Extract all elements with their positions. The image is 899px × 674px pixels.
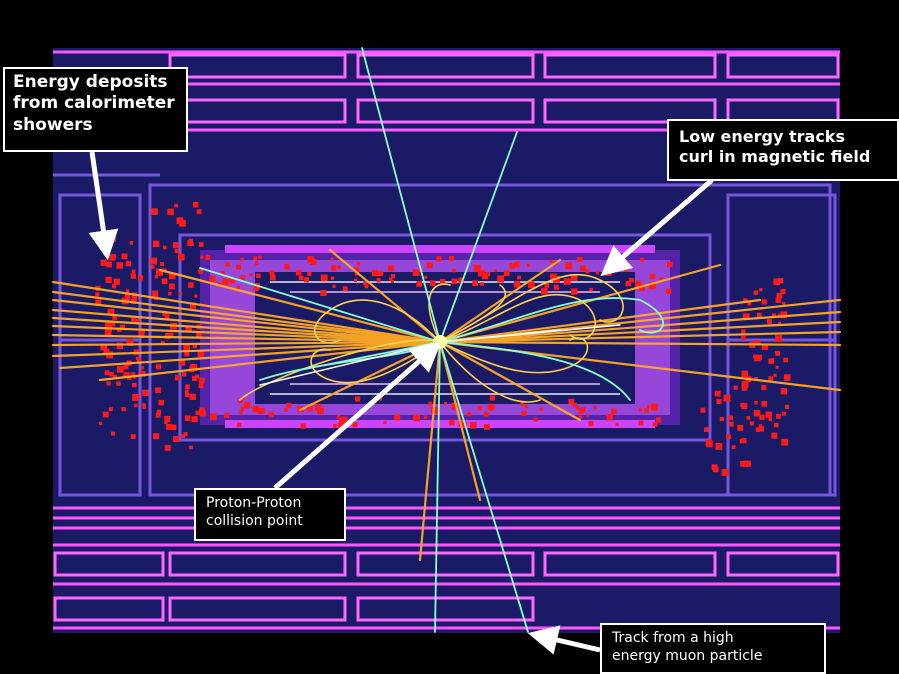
particle-tracks <box>51 47 842 633</box>
callout-energy-deposits: Energy deposits from calorimeter showers <box>3 67 188 152</box>
muon-chambers-top <box>53 53 840 124</box>
callout-muon-track: Track from a high energy muon particle <box>600 623 826 674</box>
collision-point-marker <box>433 335 447 349</box>
callout-low-energy-tracks: Low energy tracks curl in magnetic field <box>667 119 899 181</box>
muon-bands-bottom <box>53 506 840 630</box>
muon-chambers-bottom <box>53 551 840 622</box>
callout-collision-point: Proton-Proton collision point <box>194 488 346 541</box>
arrow-icon <box>88 151 714 655</box>
